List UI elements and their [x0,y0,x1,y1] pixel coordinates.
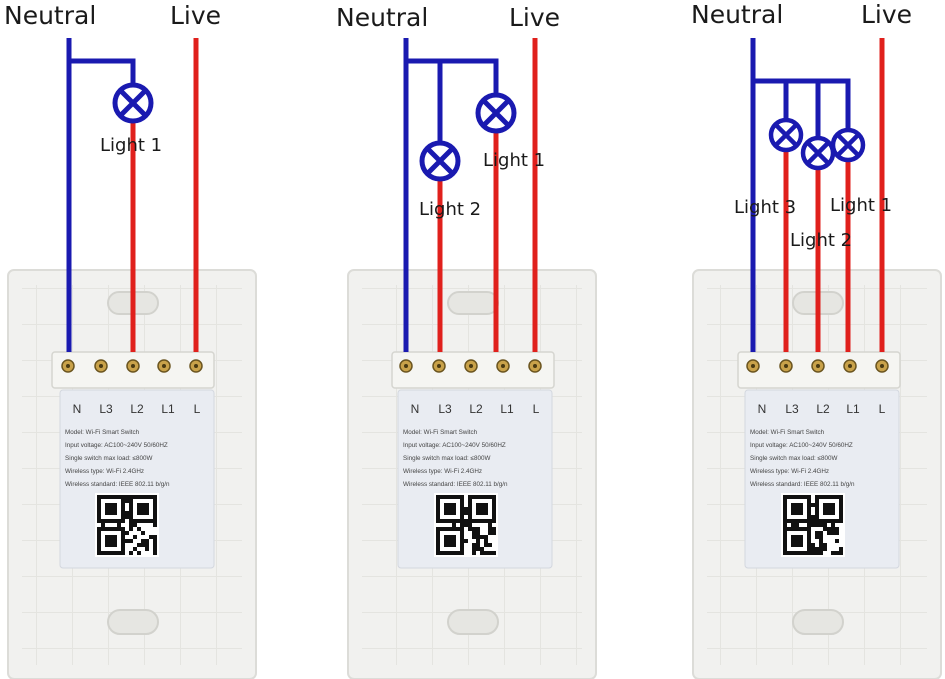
diagram-panel-1: N L3 L2 L1 L Model: Wi-Fi Smart Switch I… [4,1,257,679]
lamp-cross-circle-icon [800,135,836,171]
spec-wireless-type: Wireless type: Wi-Fi 2.4GHz [750,468,829,475]
light-label: Light 3 [734,197,796,218]
spec-max-load: Single switch max load: ≤800W [403,455,491,462]
spec-wireless-standard: Wireless standard: IEEE 802.11 b/g/n [65,481,170,488]
terminal-label: N [73,402,82,416]
screw-terminal-icon [528,359,542,373]
light-label: Light 1 [100,135,162,156]
neutral-label: Neutral [336,3,428,32]
spec-input-voltage: Input voltage: AC100~240V 50/60HZ [750,442,853,449]
mounting-slot [792,609,844,635]
neutral-label: Neutral [4,1,96,30]
terminal-label: L1 [161,402,175,416]
screw-terminal-icon [157,359,171,373]
light-label: Light 1 [830,195,892,216]
spec-sticker: N L3 L2 L1 L Model: Wi-Fi Smart Switch I… [59,389,215,569]
screw-terminal-icon [746,359,760,373]
screw-terminal-icon [399,359,413,373]
screw-terminal-icon [811,359,825,373]
mounting-slot [447,291,499,315]
screw-terminal-icon [779,359,793,373]
diagram-panel-3: N L3 L2 L1 L Model: Wi-Fi Smart Switch I… [691,0,942,679]
neutral-wire [403,38,499,352]
neutral-wire [750,38,851,352]
terminal-label: L3 [438,402,452,416]
terminal-label: L2 [130,402,144,416]
neutral-wire [66,38,136,352]
spec-wireless-type: Wireless type: Wi-Fi 2.4GHz [403,468,482,475]
spec-sticker: N L3 L2 L1 L Model: Wi-Fi Smart Switch I… [397,389,553,569]
terminal-label: L1 [500,402,514,416]
live-label: Live [509,3,560,32]
screw-terminal-icon [94,359,108,373]
spec-input-voltage: Input voltage: AC100~240V 50/60HZ [403,442,506,449]
spec-model: Model: Wi-Fi Smart Switch [403,429,478,436]
terminal-block [51,351,215,389]
live-wire [783,38,885,352]
screw-terminal-icon [432,359,446,373]
diagram-panel-2: N L3 L2 L1 L Model: Wi-Fi Smart Switch I… [336,3,597,679]
screw-terminal-icon [875,359,889,373]
terminal-block [737,351,901,389]
spec-max-load: Single switch max load: ≤800W [65,455,153,462]
mounting-slot [447,609,499,635]
screw-terminal-icon [843,359,857,373]
mounting-slot [107,609,159,635]
terminal-label: L [533,402,540,416]
spec-wireless-standard: Wireless standard: IEEE 802.11 b/g/n [403,481,508,488]
spec-max-load: Single switch max load: ≤800W [750,455,838,462]
live-wire [130,38,199,352]
qr-code-icon [95,493,159,557]
light-label: Light 2 [419,199,481,220]
terminal-label: L [879,402,886,416]
lamp-cross-circle-icon [112,82,154,124]
spec-wireless-type: Wireless type: Wi-Fi 2.4GHz [65,468,144,475]
lamp-cross-circle-icon [768,117,804,153]
qr-code-icon [781,493,845,557]
lamp-cross-circle-icon [830,127,866,163]
lamp-cross-circle-icon [475,92,517,134]
screw-terminal-icon [61,359,75,373]
terminal-label: N [758,402,767,416]
qr-code-icon [434,493,498,557]
screw-terminal-icon [126,359,140,373]
spec-input-voltage: Input voltage: AC100~240V 50/60HZ [65,442,168,449]
spec-wireless-standard: Wireless standard: IEEE 802.11 b/g/n [750,481,855,488]
spec-sticker: N L3 L2 L1 L Model: Wi-Fi Smart Switch I… [744,389,900,569]
live-wire [437,38,538,352]
screw-terminal-icon [496,359,510,373]
terminal-label: L2 [469,402,483,416]
light-label: Light 2 [790,230,852,251]
terminal-block [391,351,555,389]
lamp-cross-circle-icon [419,140,461,182]
light-label: Light 1 [483,150,545,171]
live-label: Live [861,0,912,29]
terminal-label: L1 [846,402,860,416]
terminal-label: L3 [785,402,799,416]
screw-terminal-icon [464,359,478,373]
terminal-label: L3 [99,402,113,416]
spec-model: Model: Wi-Fi Smart Switch [65,429,140,436]
neutral-label: Neutral [691,0,783,29]
screw-terminal-icon [189,359,203,373]
live-label: Live [170,1,221,30]
terminal-label: L2 [816,402,830,416]
spec-model: Model: Wi-Fi Smart Switch [750,429,825,436]
terminal-label: N [411,402,420,416]
terminal-label: L [194,402,201,416]
